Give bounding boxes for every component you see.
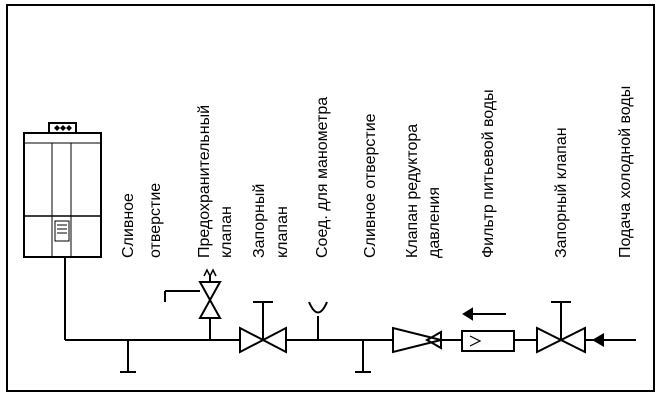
label-water-filter: Фильтр питьевой воды xyxy=(480,89,497,258)
drinking-water-filter xyxy=(461,307,515,352)
main-pipe xyxy=(64,257,636,341)
label-cold-water-supply: Подача холодной воды xyxy=(617,86,634,258)
label-gauge-connection: Соед. для манометра xyxy=(314,97,331,258)
drain-outlet-1 xyxy=(120,340,136,373)
shutoff-valve-1 xyxy=(239,301,287,354)
gauge-connection xyxy=(308,301,328,340)
label-shutoff-2: Запорный клапан xyxy=(553,127,570,258)
safety-valve xyxy=(164,268,222,340)
label-safety-valve-line2: клапан xyxy=(218,206,235,258)
label-pressure-reducer-line2: давления xyxy=(426,187,443,258)
label-shutoff-1-line1: Запорный xyxy=(251,184,268,258)
label-pressure-reducer-line1: Клапан редуктора xyxy=(404,124,421,258)
shutoff-valve-2 xyxy=(536,301,586,354)
label-drain-1-line2: отверстие xyxy=(147,183,164,258)
pressure-reducing-valve xyxy=(392,326,442,354)
drain-outlet-2 xyxy=(355,340,371,373)
cold-water-flow-arrow xyxy=(592,333,604,347)
boiler-unit xyxy=(23,122,102,258)
label-drain-2: Сливное отверстие xyxy=(362,113,379,258)
label-drain-1-line1: Сливное xyxy=(120,193,137,258)
label-shutoff-1-line2: клапан xyxy=(274,206,291,258)
diagram-frame xyxy=(6,4,655,392)
boiler-top-icon xyxy=(54,125,72,131)
labels: Сливное отверстие Предохранительный клап… xyxy=(120,86,634,258)
label-safety-valve-line1: Предохранительный xyxy=(196,105,213,258)
